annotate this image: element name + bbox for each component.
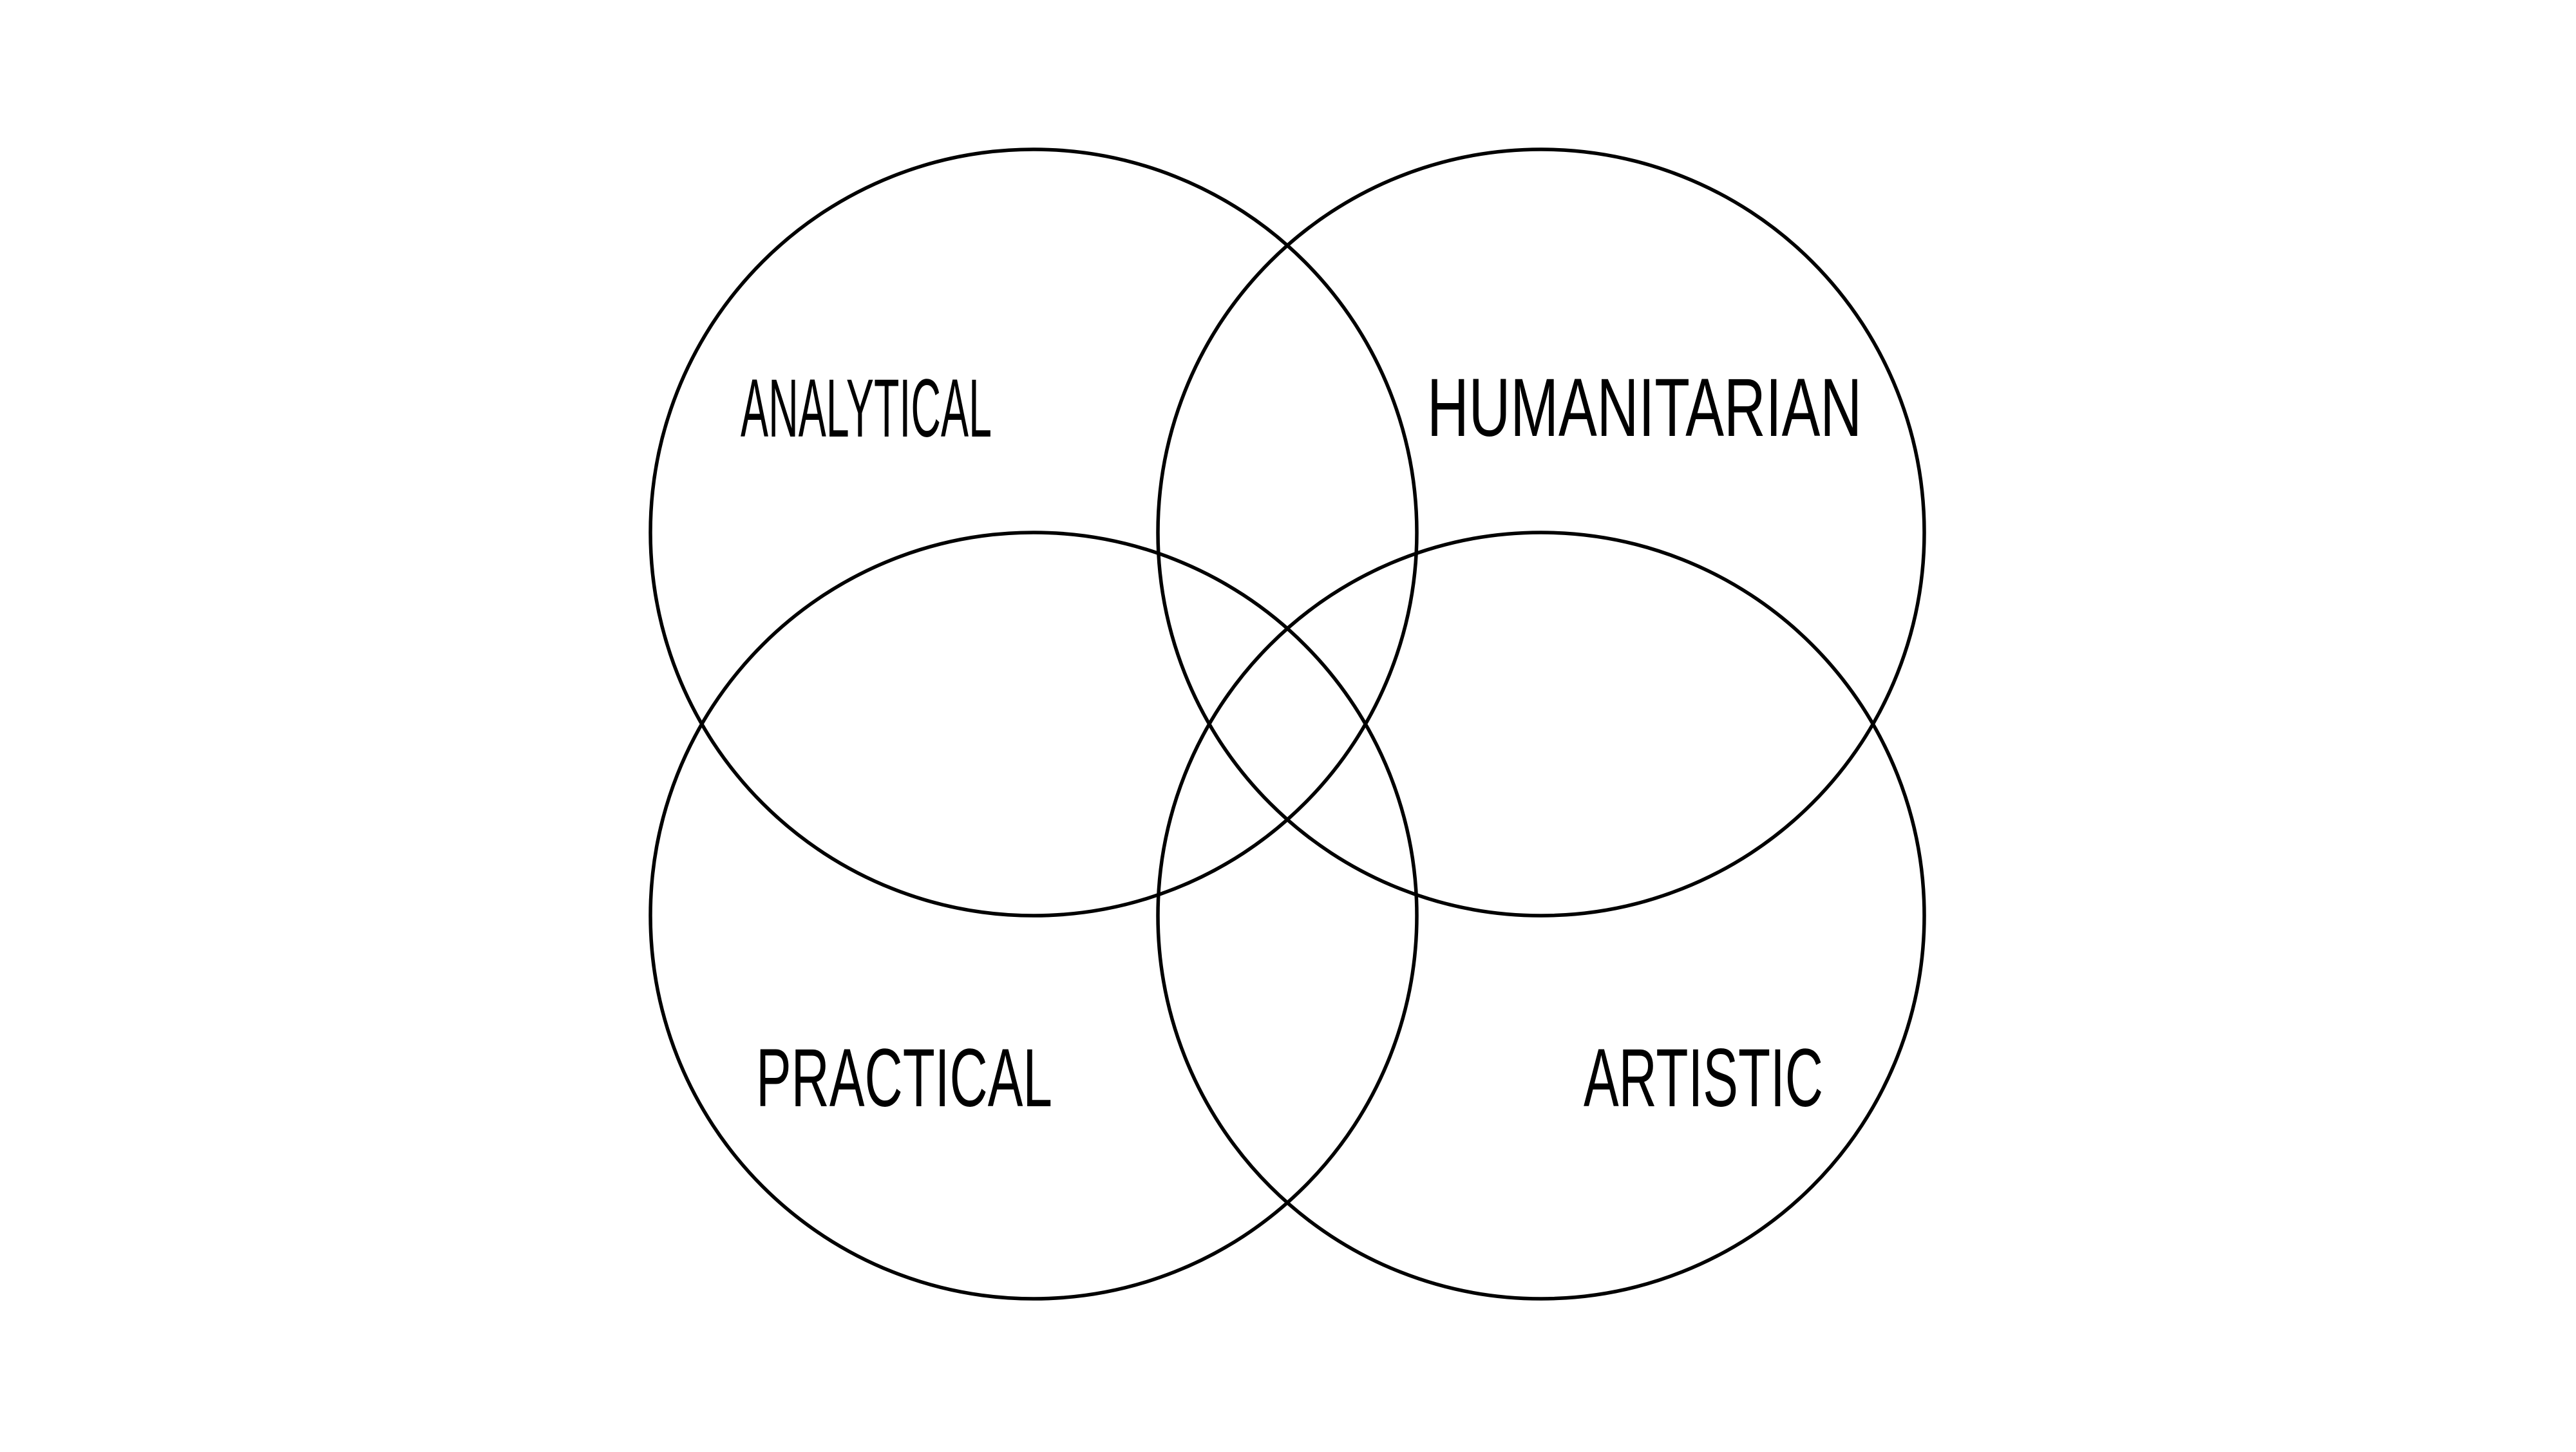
label-practical: PRACTICAL	[756, 1032, 1052, 1124]
label-analytical: ANALYTICAL	[741, 363, 992, 455]
circle-artistic	[1156, 531, 1926, 1301]
circle-humanitarian	[1156, 147, 1926, 918]
label-humanitarian: HUMANITARIAN	[1427, 362, 1862, 454]
circle-practical	[649, 531, 1419, 1301]
label-artistic: ARTISTIC	[1584, 1032, 1823, 1124]
circle-analytical	[649, 147, 1419, 918]
